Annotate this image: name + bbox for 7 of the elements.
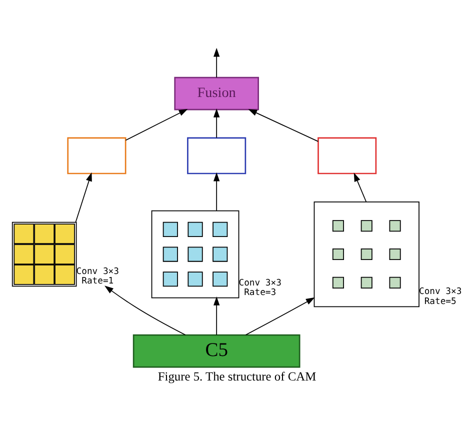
- caption: Figure 5. The structure of CAM: [158, 370, 316, 384]
- node-label: Conv 3×3: [76, 266, 119, 277]
- node-label: Rate=1: [82, 276, 114, 287]
- node-label: Rate=5: [424, 296, 456, 307]
- node-label: Conv 3×3: [238, 278, 282, 288]
- node-label: Rate=3: [244, 288, 276, 298]
- node-label: Conv 3×3: [419, 287, 462, 298]
